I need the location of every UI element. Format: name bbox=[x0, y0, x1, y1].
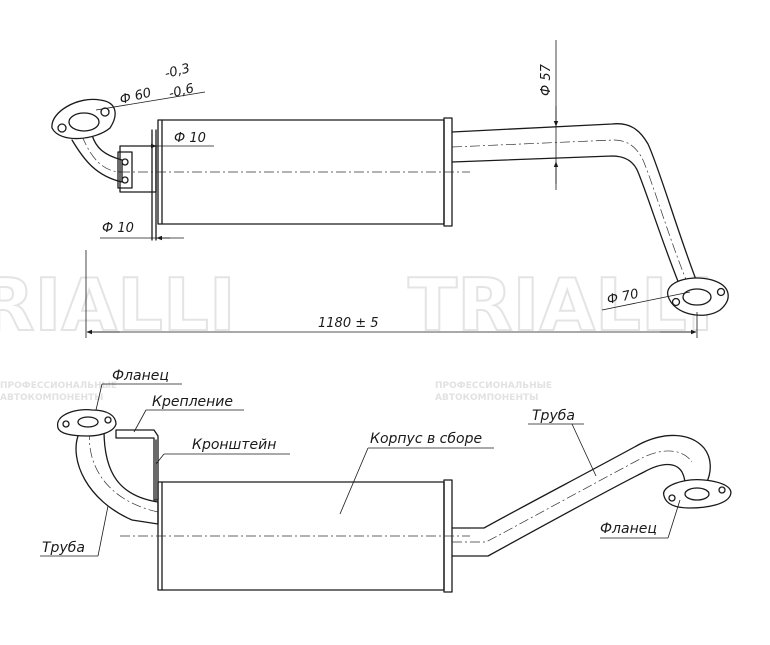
top-outlet-pipe bbox=[451, 123, 701, 291]
side-outlet-flange-bore bbox=[684, 487, 710, 501]
watermark-brand-center: TRIALLI bbox=[408, 263, 714, 347]
side-mount bbox=[115, 429, 159, 501]
dim-pipe-diameter: Ф 57 bbox=[539, 63, 554, 96]
top-bracket-plate bbox=[119, 145, 157, 193]
side-inlet-flange bbox=[57, 408, 117, 437]
dim-inlet-flange-tol-upper: -0,3 bbox=[163, 61, 191, 82]
watermark-brand-left: TRIALLI bbox=[0, 263, 236, 347]
top-inlet-pipe bbox=[71, 134, 123, 183]
top-bracket-clamp bbox=[117, 151, 133, 189]
top-inlet-flange bbox=[51, 98, 116, 140]
top-inlet-flange-bore bbox=[68, 112, 100, 132]
watermark-tagline-1-center: ПРОФЕССИОНАЛЬНЫЕ bbox=[435, 381, 552, 391]
labels: Фланец Крепление Кронштейн Корпус в сбор… bbox=[40, 368, 681, 557]
watermark-left: TRIALLI ПРОФЕССИОНАЛЬНЫЕ АВТОКОМПОНЕНТЫ bbox=[0, 262, 237, 403]
dimension-lines: Ф 60 -0,3 -0,6 Ф 10 Ф 10 Ф 57 Ф 70 1180 … bbox=[85, 40, 698, 338]
dim-inlet-flange-tol-lower: -0,6 bbox=[167, 81, 195, 102]
watermark-tagline-2-center: АВТОКОМПОНЕНТЫ bbox=[435, 393, 538, 403]
top-outlet-flange-bore bbox=[682, 288, 712, 306]
dim-inlet-flange-diameter: Ф 60 bbox=[118, 86, 153, 108]
top-inlet-bolt-hole-1 bbox=[57, 123, 67, 133]
watermark-tagline-2-left: АВТОКОМПОНЕНТЫ bbox=[0, 393, 103, 403]
side-inlet-flange-bore bbox=[77, 416, 99, 428]
label-bracket: Кронштейн bbox=[192, 437, 276, 453]
label-pipe-left: Труба bbox=[42, 540, 85, 556]
side-view bbox=[57, 408, 732, 593]
side-outlet-flange bbox=[663, 479, 732, 509]
label-pipe-right: Труба bbox=[532, 408, 575, 424]
label-body-assembly: Корпус в сборе bbox=[370, 431, 482, 447]
side-outlet-pipe bbox=[451, 434, 711, 529]
label-mount: Крепление bbox=[152, 394, 233, 410]
dim-bracket-rod: Ф 10 bbox=[102, 221, 134, 236]
dim-overall-length: 1180 ± 5 bbox=[318, 316, 379, 331]
label-flange-top: Фланец bbox=[112, 368, 169, 384]
label-flange-right: Фланец bbox=[600, 521, 657, 537]
dim-outlet-flange-diameter: Ф 70 bbox=[606, 287, 640, 308]
top-outlet-flange bbox=[667, 277, 729, 316]
dim-bracket-hole: Ф 10 bbox=[174, 131, 206, 146]
watermark-tagline-1-left: ПРОФЕССИОНАЛЬНЫЕ bbox=[0, 381, 117, 391]
watermark-center: TRIALLI ПРОФЕССИОНАЛЬНЫЕ АВТОКОМПОНЕНТЫ bbox=[407, 262, 715, 403]
top-inlet-bolt-hole-2 bbox=[100, 107, 110, 117]
side-inlet-pipe bbox=[75, 429, 159, 525]
